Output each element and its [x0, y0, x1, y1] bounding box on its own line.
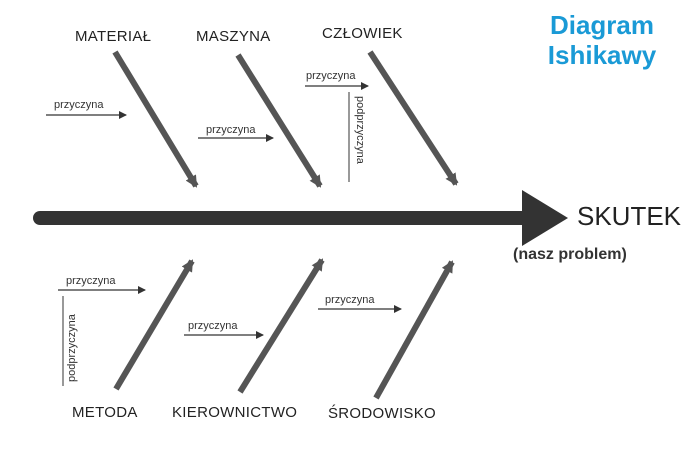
subcause-label-bottom: podprzyczyna	[66, 314, 78, 382]
cause-label-6: przyczyna	[325, 294, 375, 306]
title-line-1: Diagram	[549, 10, 655, 40]
category-environment: ŚRODOWISKO	[328, 405, 437, 422]
category-material: MATERIAŁ	[75, 28, 152, 45]
diagram-title: Diagram Ishikawy	[522, 10, 682, 70]
cause-label-2: przyczyna	[206, 124, 256, 136]
bone-bottom-1	[113, 259, 195, 391]
category-machine: MASZYNA	[196, 28, 271, 45]
bone-top-1	[112, 50, 199, 188]
effect-note: (nasz problem)	[513, 246, 627, 263]
cause-label-3: przyczyna	[306, 70, 356, 82]
cause-label-5: przyczyna	[188, 320, 238, 332]
category-man: CZŁOWIEK	[322, 25, 403, 42]
subcause-label-top: podprzyczyna	[354, 96, 366, 164]
category-management: KIEROWNICTWO	[172, 404, 298, 421]
effect-label: SKUTEK	[577, 201, 682, 231]
category-method: METODA	[72, 404, 138, 421]
cause-label-4: przyczyna	[66, 275, 116, 287]
cause-label-1: przyczyna	[54, 99, 104, 111]
bone-top-3	[367, 50, 459, 186]
bone-bottom-2	[237, 258, 325, 394]
title-line-2: Ishikawy	[547, 40, 657, 70]
bone-bottom-3	[373, 260, 455, 400]
bone-top-2	[235, 53, 323, 188]
spine-arrowhead	[522, 190, 568, 246]
